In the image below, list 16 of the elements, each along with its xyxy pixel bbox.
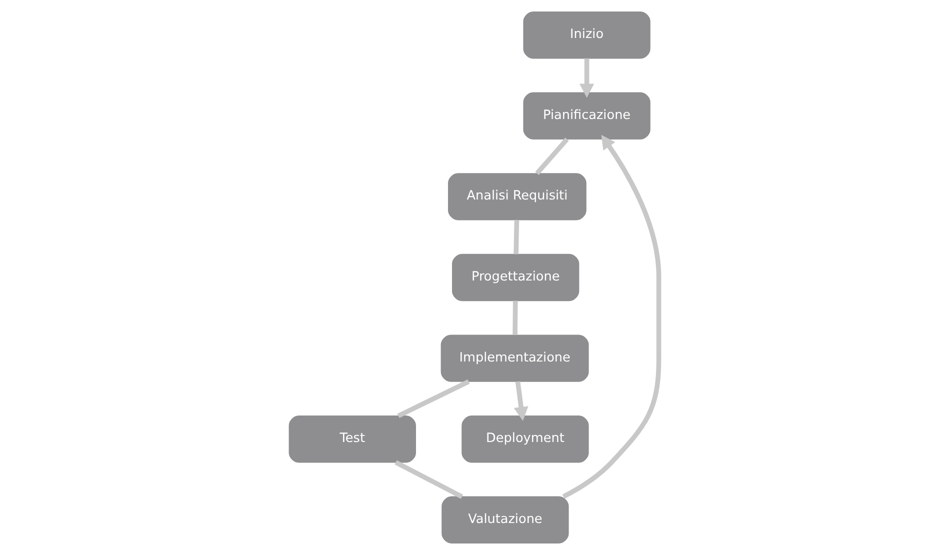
node-box: Valutazione bbox=[441, 496, 568, 544]
arrow bbox=[578, 58, 594, 98]
arrow bbox=[513, 381, 528, 421]
connector bbox=[512, 300, 518, 335]
connector bbox=[394, 460, 463, 499]
node-box: Analisi Requisiti bbox=[448, 173, 586, 220]
connector bbox=[513, 220, 519, 254]
arrow bbox=[562, 134, 661, 499]
node-box: Deployment bbox=[461, 416, 588, 463]
node-box: Inizio bbox=[522, 12, 650, 59]
node-box: Implementazione bbox=[440, 334, 588, 382]
node-box: Progettazione bbox=[452, 254, 579, 302]
node-box: Test bbox=[288, 416, 416, 463]
connector bbox=[534, 138, 568, 175]
connector bbox=[396, 379, 470, 418]
node-box: Pianificazione bbox=[522, 92, 650, 140]
